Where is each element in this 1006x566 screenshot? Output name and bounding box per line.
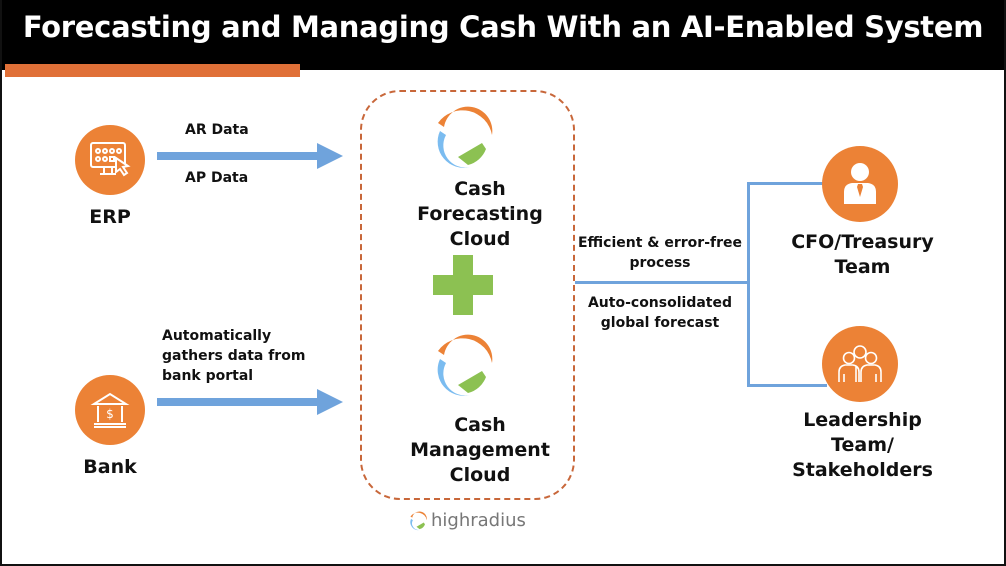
erp-arrowhead: [317, 143, 343, 169]
vertical-connector: [747, 182, 750, 387]
ar-data-label: AR Data: [185, 122, 249, 138]
team-icon: [822, 326, 898, 402]
highradius-logo-icon: [437, 106, 493, 168]
bank-arrowhead: [317, 389, 343, 415]
efficient-text: Efficient & error-free process: [570, 233, 750, 273]
cash-management-label: Cash Management Cloud: [380, 413, 580, 488]
output-connector: [575, 281, 749, 284]
bank-text-line: bank portal: [162, 368, 254, 384]
label-line: Forecasting: [417, 203, 543, 225]
plus-icon: [433, 255, 493, 315]
executive-icon: [822, 146, 898, 222]
title-bar: [0, 0, 1006, 70]
label-line: Cash: [454, 178, 506, 200]
brand-name: highradius: [431, 510, 526, 531]
brand-icon: [410, 511, 427, 530]
label-line: Cloud: [449, 464, 511, 486]
cash-forecasting-label: Cash Forecasting Cloud: [380, 177, 580, 252]
label-line: Cloud: [449, 228, 511, 250]
bank-text-line: gathers data from: [162, 348, 306, 364]
cfo-label: CFO/Treasury Team: [780, 230, 945, 280]
text-line: global forecast: [600, 315, 720, 331]
page-title: Forecasting and Managing Cash With an AI…: [22, 10, 984, 44]
text-line: Efficient & error-free: [577, 235, 742, 251]
brand-logo: highradius: [408, 510, 526, 531]
erp-label: ERP: [89, 206, 131, 228]
label-line: CFO/Treasury: [791, 231, 934, 253]
consolidated-text: Auto-consolidated global forecast: [570, 293, 750, 333]
accent-bar: [5, 64, 300, 77]
bank-arrow: [157, 398, 319, 406]
label-line: Management: [410, 439, 550, 461]
label-line: Leadership: [803, 409, 922, 431]
erp-icon: [75, 125, 145, 195]
label-line: Team: [834, 256, 891, 278]
bank-label: Bank: [83, 456, 137, 478]
ap-data-label: AP Data: [185, 170, 249, 186]
bank-text-line: Automatically: [162, 328, 272, 344]
label-line: Team/: [831, 434, 894, 456]
product-container: [360, 90, 575, 500]
text-line: process: [629, 255, 691, 271]
highradius-logo-icon: [437, 334, 493, 396]
bank-arrow-text: Automatically gathers data from bank por…: [162, 326, 305, 386]
leadership-label: Leadership Team/ Stakeholders: [780, 408, 945, 483]
bank-icon: $: [75, 375, 145, 445]
leadership-connector: [747, 384, 827, 387]
label-line: Stakeholders: [792, 459, 933, 481]
cfo-connector: [747, 182, 827, 185]
text-line: Auto-consolidated: [587, 295, 733, 311]
erp-arrow: [157, 152, 319, 160]
svg-text:$: $: [106, 407, 114, 421]
label-line: Cash: [454, 414, 506, 436]
